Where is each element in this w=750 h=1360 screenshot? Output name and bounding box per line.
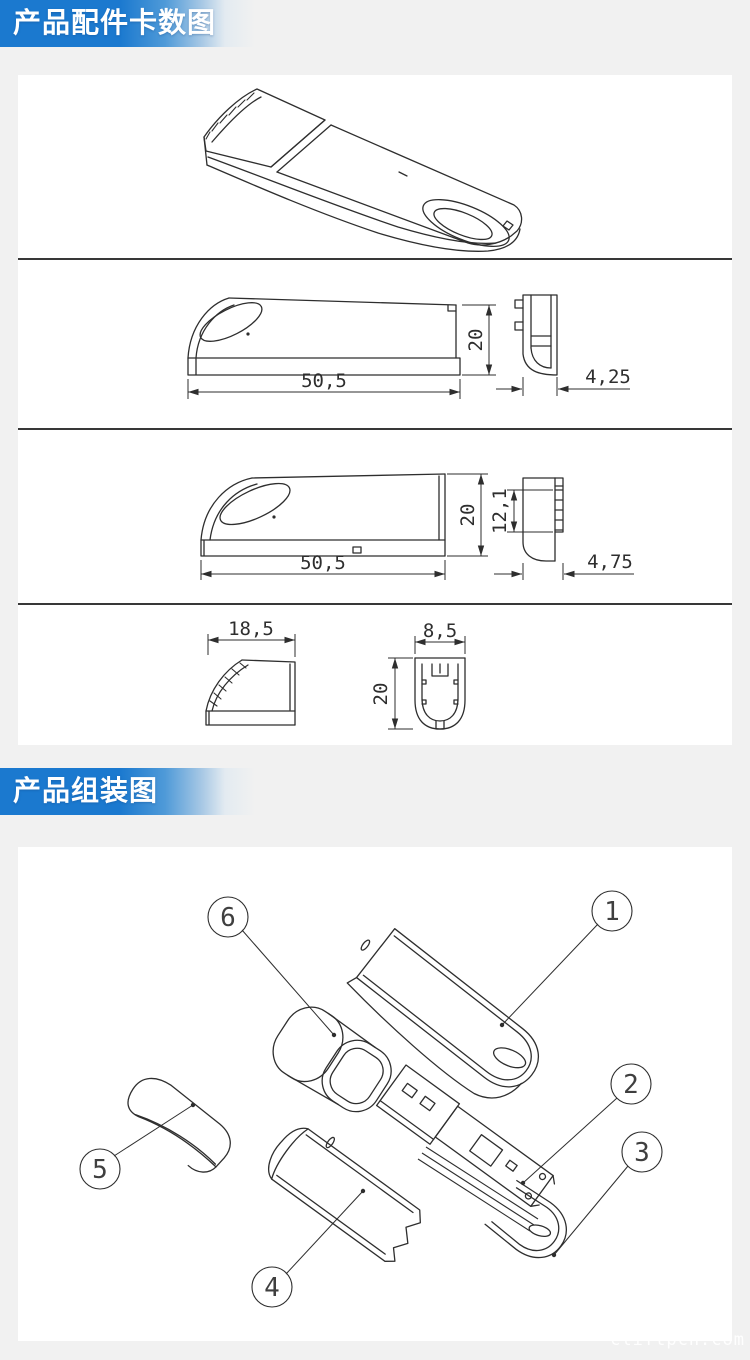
callout-4-number: 4 [264, 1273, 280, 1303]
section-divider-1 [18, 258, 732, 260]
callout-5: 5 [79, 1148, 121, 1190]
dim-shell-thickness: 4,75 [587, 551, 633, 573]
callout-6: 6 [207, 896, 249, 938]
callout-1-number: 1 [604, 897, 620, 927]
callout-4: 4 [251, 1266, 293, 1308]
dim-body-height: 20 [465, 329, 487, 352]
part-clip-shell [127, 1077, 231, 1173]
dim-body-length: 50,5 [301, 370, 347, 392]
callout-5-number: 5 [92, 1155, 108, 1185]
callout-1: 1 [591, 890, 633, 932]
callout-3-number: 3 [634, 1138, 650, 1168]
assembly-section-title: 产品组装图 [13, 775, 159, 806]
parts-drawings-panel: 50,5 20 4,25 [18, 75, 732, 745]
dim-cap-height: 20 [370, 683, 392, 706]
part-lower-shell [268, 1127, 421, 1262]
dim-shell-length: 50,5 [300, 552, 346, 574]
assembly-diagram-panel: 1 2 3 4 5 6 [18, 847, 732, 1341]
section-divider-3 [18, 603, 732, 605]
dim-cap-width: 18,5 [228, 618, 274, 640]
shell-side-view-drawing: 50,5 20 12,1 4,75 [200, 473, 634, 580]
callout-2-number: 2 [623, 1070, 639, 1100]
parts-section-banner: 产品配件卡数图 [0, 0, 750, 47]
leader-lines [113, 923, 629, 1275]
body-side-view-drawing: 50,5 20 4,25 [187, 294, 631, 399]
dim-body-thickness: 4,25 [585, 366, 631, 388]
usb-drive-isometric-drawing [203, 88, 523, 252]
site-watermark: cliftpch.com [610, 1330, 745, 1350]
dim-shell-height: 20 [457, 504, 479, 527]
callout-3: 3 [621, 1131, 663, 1173]
dim-shell-inner-height: 12,1 [489, 488, 511, 534]
dim-cap-depth: 8,5 [423, 620, 457, 642]
cap-views-drawing: 18,5 8,5 20 [205, 618, 466, 730]
assembly-section-banner: 产品组装图 [0, 768, 750, 815]
part-upper-shell [346, 928, 539, 1099]
shell-edge-lines [417, 1146, 539, 1232]
callout-2: 2 [610, 1063, 652, 1105]
part-pcb-usb [375, 1064, 556, 1207]
exploded-assembly-drawing: 1 2 3 4 5 6 [79, 890, 663, 1308]
section-divider-2 [18, 428, 732, 430]
callout-6-number: 6 [220, 903, 236, 933]
part-tail-end [484, 1179, 567, 1259]
part-cap [272, 1006, 392, 1113]
parts-section-title: 产品配件卡数图 [13, 7, 217, 38]
